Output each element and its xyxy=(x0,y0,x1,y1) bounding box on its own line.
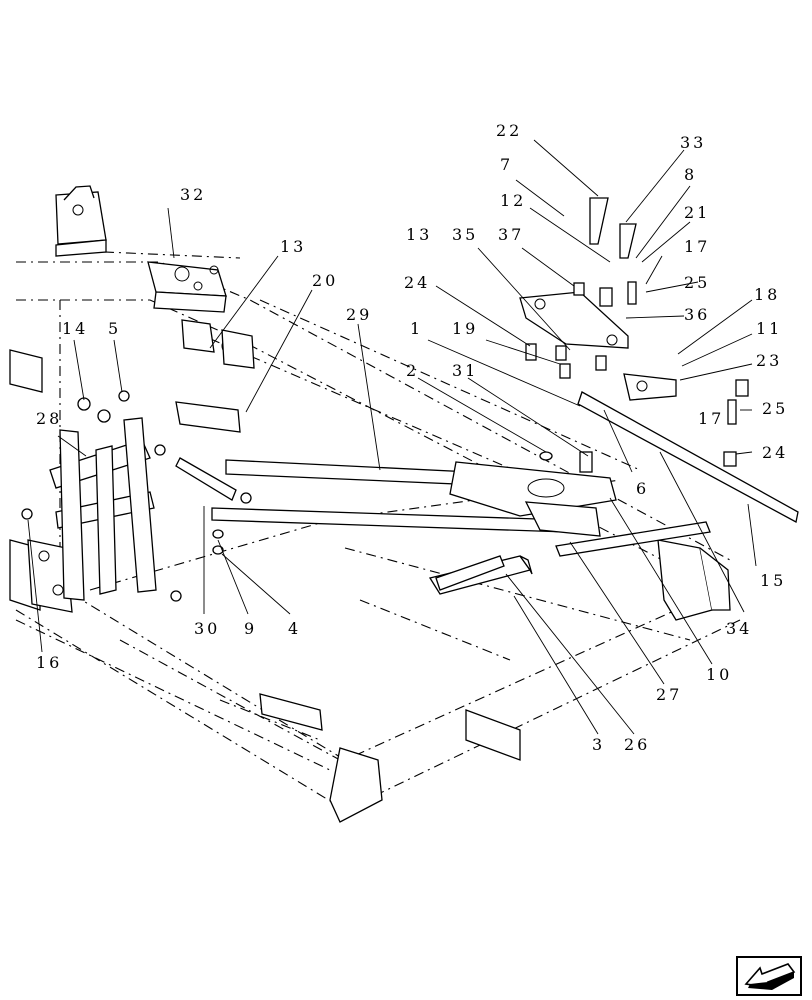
center-hub-plate xyxy=(449,461,617,537)
callout-32: 32 xyxy=(180,185,206,204)
callout-27: 27 xyxy=(656,685,682,704)
main-frame-dashed-outline xyxy=(15,249,741,811)
callout-11: 11 xyxy=(756,319,782,338)
leader-lines xyxy=(27,139,757,735)
left-mount-bracket xyxy=(55,185,107,257)
callout-26: 26 xyxy=(624,735,650,754)
callout-14: 14 xyxy=(62,319,88,338)
callout-7: 7 xyxy=(500,155,513,174)
hardware-parts xyxy=(21,197,749,602)
callout-30: 30 xyxy=(194,619,220,638)
callout-10: 10 xyxy=(706,665,732,684)
callout-15: 15 xyxy=(760,571,786,590)
callout-19: 19 xyxy=(452,319,478,338)
callout-3: 3 xyxy=(592,735,605,754)
callout-13-mid: 13 xyxy=(406,225,432,244)
callout-21: 21 xyxy=(684,203,710,222)
callout-5: 5 xyxy=(108,319,121,338)
callout-12: 12 xyxy=(500,191,526,210)
previous-page-button[interactable] xyxy=(736,956,802,996)
callout-1: 1 xyxy=(410,319,423,338)
callout-25-bottom: 25 xyxy=(762,399,788,418)
callout-8: 8 xyxy=(684,165,697,184)
center-pivot-bracket xyxy=(147,261,255,433)
previous-page-arrow-icon xyxy=(744,963,796,990)
callout-labels: 22 33 7 8 12 21 32 13 13 35 37 17 24 25 … xyxy=(36,121,788,754)
callout-34: 34 xyxy=(726,619,752,638)
callout-17-top: 17 xyxy=(684,237,710,256)
callout-23: 23 xyxy=(756,351,782,370)
hitch-bracket-assembly xyxy=(27,417,157,613)
callout-28: 28 xyxy=(36,409,62,428)
callout-24-bottom: 24 xyxy=(762,443,788,462)
upper-pivot-arm xyxy=(519,291,677,401)
callout-24-top: 24 xyxy=(404,273,430,292)
callout-13-top: 13 xyxy=(280,237,306,256)
callout-18: 18 xyxy=(754,285,780,304)
callout-25-top: 25 xyxy=(684,273,710,292)
callout-9: 9 xyxy=(244,619,257,638)
callout-37: 37 xyxy=(498,225,524,244)
callout-17-bottom: 17 xyxy=(698,409,724,428)
callout-29: 29 xyxy=(346,305,372,324)
callout-16: 16 xyxy=(36,653,62,672)
callout-2: 2 xyxy=(406,361,419,380)
callout-31: 31 xyxy=(452,361,478,380)
callout-36: 36 xyxy=(684,305,710,324)
callout-22: 22 xyxy=(496,121,522,140)
lower-tube-assembly xyxy=(259,539,731,823)
callout-4: 4 xyxy=(288,619,301,638)
callout-35: 35 xyxy=(452,225,478,244)
callout-6: 6 xyxy=(636,479,649,498)
callout-33: 33 xyxy=(680,133,706,152)
callout-20: 20 xyxy=(312,271,338,290)
